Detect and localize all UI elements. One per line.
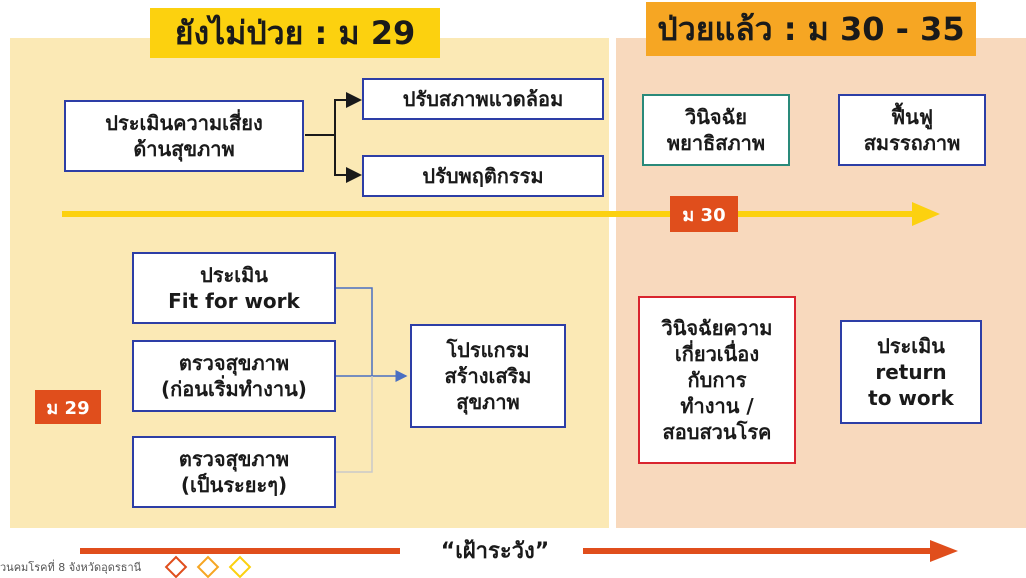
periodic-checkup-box: ตรวจสุขภาพ (เป็นระยะๆ) xyxy=(132,436,336,508)
work-related-diagnosis-box: วินิจฉัยความ เกี่ยวเนื่อง กับการ ทำงาน /… xyxy=(638,296,796,464)
rehabilitation-box: ฟื้นฟู สมรรถภาพ xyxy=(838,94,986,166)
surveillance-label: “เฝ้าระวัง” xyxy=(440,539,550,564)
return-to-work-box: ประเมิน return to work xyxy=(840,320,982,424)
pre-employment-checkup-box: ตรวจสุขภาพ (ก่อนเริ่มทำงาน) xyxy=(132,340,336,412)
program-connector xyxy=(336,287,373,376)
program-connector xyxy=(336,376,373,473)
health-program-box: โปรแกรม สร้างเสริม สุขภาพ xyxy=(410,324,566,428)
title-sick: ป่วยแล้ว : ม 30 - 35 xyxy=(646,2,976,56)
branch-line xyxy=(305,92,362,136)
tag-m30: ม 30 xyxy=(670,196,738,232)
adjust-environment-box: ปรับสภาพแวดล้อม xyxy=(362,78,604,120)
tag-m29: ม 29 xyxy=(35,390,101,424)
title-not-sick: ยังไม่ป่วย : ม 29 xyxy=(150,8,440,58)
diagnose-pathology-box: วินิจฉัย พยาธิสภาพ xyxy=(642,94,790,166)
watch-arrowhead xyxy=(930,540,958,562)
fit-for-work-box: ประเมิน Fit for work xyxy=(132,252,336,324)
assess-risk-box: ประเมินความเสี่ยง ด้านสุขภาพ xyxy=(64,100,304,172)
footer-text: วนคมโรคที่ 8 จังหวัดอุดรธานี xyxy=(0,561,142,574)
branch-line xyxy=(334,135,362,183)
adjust-behavior-box: ปรับพฤติกรรม xyxy=(362,155,604,197)
timeline-arrowhead xyxy=(912,202,940,226)
